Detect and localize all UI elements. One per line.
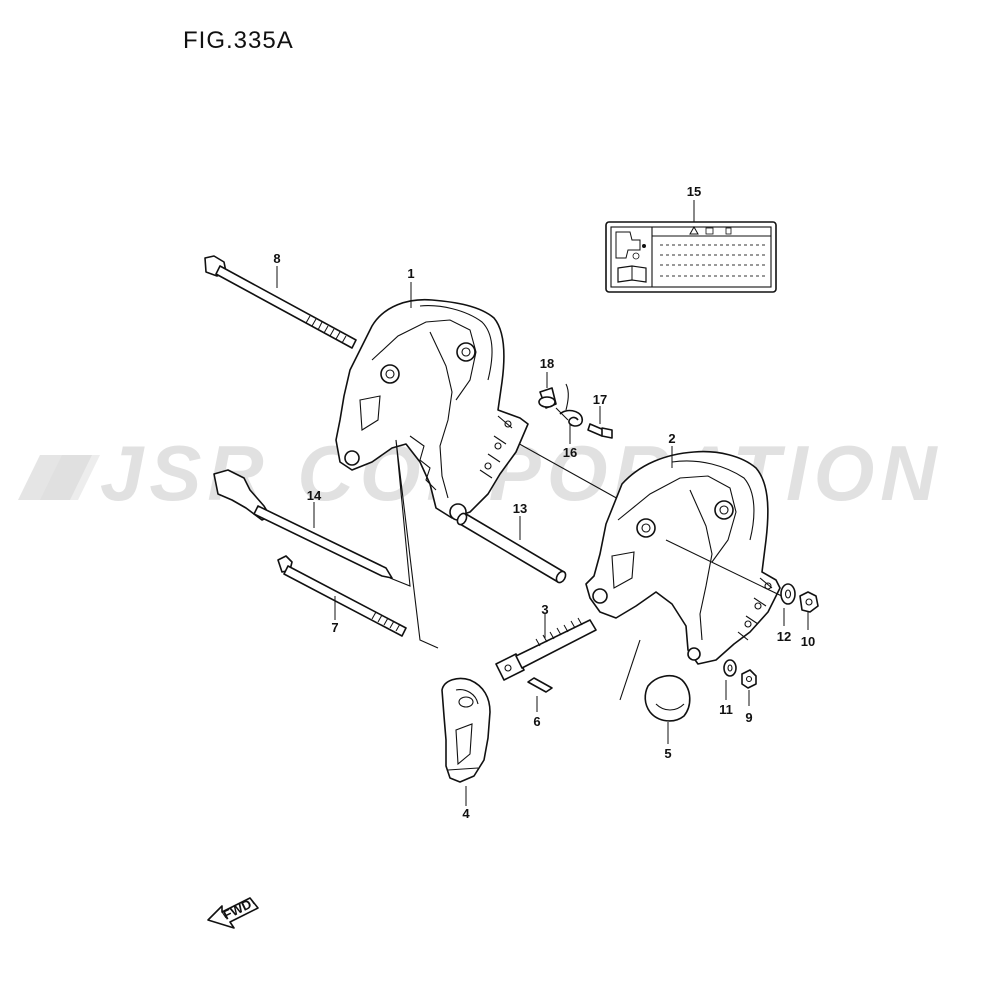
assembly-reference-line <box>389 439 439 649</box>
figure-title: FIG.335A <box>183 27 294 54</box>
callout-4[interactable]: 4 <box>462 806 470 821</box>
callout-8[interactable]: 8 <box>273 251 280 266</box>
label-symbol-icon <box>705 227 714 235</box>
callout-1[interactable]: 1 <box>407 266 414 281</box>
part-17-small-bolt[interactable] <box>587 423 613 439</box>
part-7-bolt[interactable] <box>277 555 407 637</box>
callout-10[interactable]: 10 <box>801 634 815 649</box>
engine-pictogram-icon <box>615 231 646 260</box>
part-10-nut[interactable] <box>799 591 819 613</box>
watermark-logo <box>18 455 100 500</box>
part-1-clamp-bracket[interactable] <box>335 298 529 521</box>
part-8-bolt[interactable] <box>204 255 357 349</box>
callout-17[interactable]: 17 <box>593 392 607 407</box>
part-12-washer[interactable] <box>780 583 796 605</box>
callout-5[interactable]: 5 <box>664 746 671 761</box>
callout-15[interactable]: 15 <box>687 184 701 199</box>
part-9-nut[interactable] <box>741 669 757 689</box>
part-18-collar[interactable] <box>538 387 557 409</box>
part-4-lever[interactable] <box>441 677 491 783</box>
part-13-tube[interactable] <box>456 512 568 584</box>
part-11-washer[interactable] <box>723 659 737 677</box>
callout-3[interactable]: 3 <box>541 602 548 617</box>
assembly-axis-line <box>665 539 791 601</box>
callout-2[interactable]: 2 <box>668 431 675 446</box>
callout-7[interactable]: 7 <box>331 620 338 635</box>
callout-12[interactable]: 12 <box>777 629 791 644</box>
callout-13[interactable]: 13 <box>513 501 527 516</box>
warning-triangle-icon <box>689 225 699 235</box>
callout-16[interactable]: 16 <box>563 445 577 460</box>
part-14-rod[interactable] <box>213 469 393 579</box>
part-15-warning-label[interactable] <box>605 221 777 293</box>
part-6-pin[interactable] <box>527 677 553 693</box>
callout-6[interactable]: 6 <box>533 714 540 729</box>
label-symbol-icon <box>725 227 732 235</box>
part-3-screw[interactable] <box>495 617 597 681</box>
part-5-cap[interactable] <box>644 674 691 722</box>
fwd-direction-arrow: FWD <box>207 896 259 929</box>
manual-book-icon <box>617 265 647 283</box>
callout-14[interactable]: 14 <box>307 488 322 503</box>
assembly-reference-line <box>619 639 641 701</box>
part-16-spring[interactable] <box>555 383 584 427</box>
callout-9[interactable]: 9 <box>745 710 752 725</box>
callout-18[interactable]: 18 <box>540 356 554 371</box>
callout-11[interactable]: 11 <box>719 702 733 717</box>
part-2-clamp-bracket[interactable] <box>585 450 781 665</box>
